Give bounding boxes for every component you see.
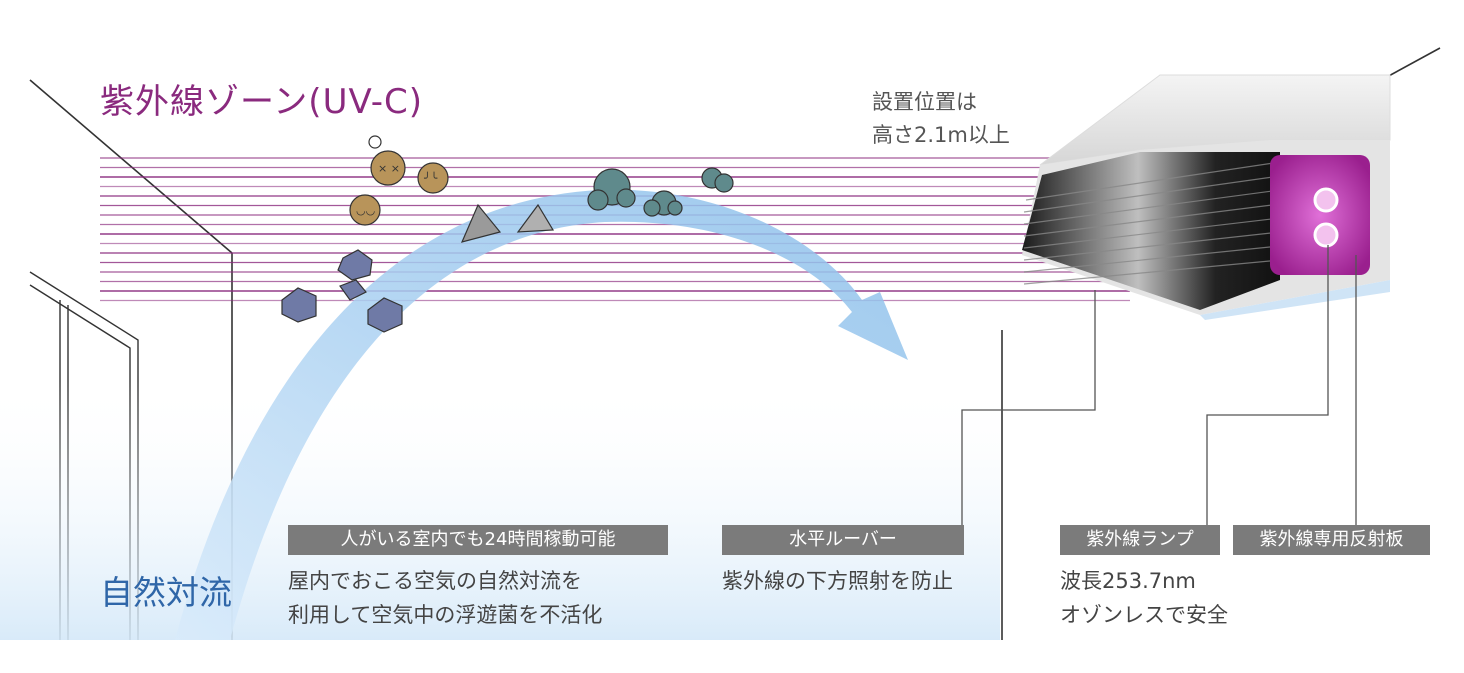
install-note-line: 設置位置は (872, 90, 977, 114)
uv-lamp-icon (1313, 187, 1339, 213)
pyramid-virus-icon (516, 203, 555, 233)
desc-line: 利用して空気中の浮遊菌を不活化 (288, 603, 603, 627)
desc-line: 波長253.7nm (1060, 569, 1196, 593)
convection-glow (0, 380, 1000, 640)
uv-zone-title: 紫外線ゾーン(UV-C) (100, 82, 423, 122)
feature-desc-louver: 紫外線の下方照射を防止 (722, 564, 953, 598)
hexagon-virus-icon (337, 249, 373, 281)
hexagon-virus-icon (281, 287, 317, 323)
install-note-line: 高さ2.1m以上 (872, 123, 1010, 147)
desc-line: 紫外線の下方照射を防止 (722, 569, 953, 593)
feature-tag-lamp: 紫外線ランプ (1060, 525, 1220, 555)
install-height-note: 設置位置は 高さ2.1m以上 (872, 86, 1010, 152)
desc-line: オゾンレスで安全 (1060, 603, 1228, 627)
desc-line: 屋内でおこる空気の自然対流を (288, 569, 582, 593)
svg-text:× ×: × × (378, 162, 400, 175)
sad-microbe-icon: ╯╰ (417, 162, 449, 194)
pyramid-virus-icon (460, 203, 502, 243)
dizzy-microbe-icon: × × (368, 135, 406, 186)
sad-microbe-icon: ◡◡ (349, 194, 381, 226)
dizzy-microbe-icon (701, 167, 734, 193)
svg-text:╯╰: ╯╰ (424, 171, 438, 185)
microbes: × × ╯╰ ◡◡ (281, 135, 734, 333)
hexagon-virus-icon (367, 297, 403, 333)
convection-arrow (175, 189, 908, 640)
hexagon-virus-icon (339, 279, 367, 301)
feature-tag-24h: 人がいる室内でも24時間稼動可能 (288, 525, 668, 555)
leader-lines (961, 245, 1357, 525)
natural-convection-label: 自然対流 (100, 573, 232, 612)
svg-text:◡◡: ◡◡ (356, 204, 375, 217)
uv-lamp-icon (1313, 222, 1339, 248)
sad-microbe-icon (643, 190, 683, 217)
dizzy-microbe-icon (587, 168, 636, 211)
reflector-icon (1270, 155, 1370, 275)
feature-desc-lamp: 波長253.7nm オゾンレスで安全 (1060, 564, 1228, 632)
feature-tag-louver: 水平ルーバー (722, 525, 964, 555)
uv-device-icon (1022, 74, 1391, 320)
feature-tag-reflector: 紫外線専用反射板 (1233, 525, 1430, 555)
feature-desc-24h: 屋内でおこる空気の自然対流を 利用して空気中の浮遊菌を不活化 (288, 564, 602, 632)
